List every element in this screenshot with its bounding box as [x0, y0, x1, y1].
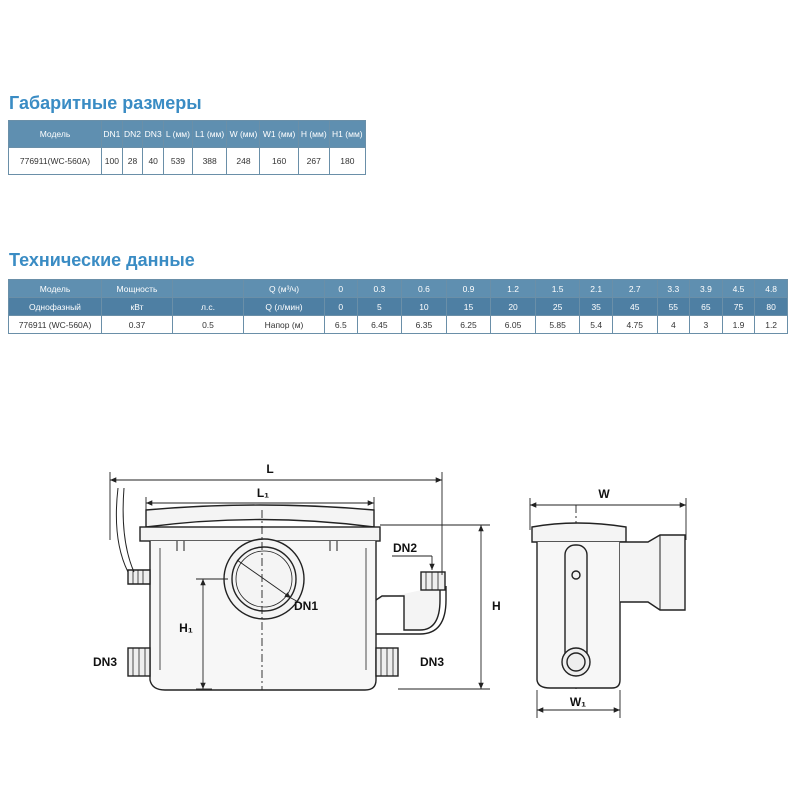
table-cell: 3: [689, 315, 723, 334]
dimensions-table: Модель DN1 DN2 DN3 L (мм) L1 (мм) W (мм)…: [8, 120, 367, 175]
cell-w: 248: [226, 147, 261, 175]
header-cell: 45: [611, 297, 658, 316]
header-cell: 0: [324, 297, 358, 316]
header-cell: 1.2: [490, 279, 536, 298]
header-h1: H1 (мм): [328, 120, 367, 148]
table-row: 776911(WC-560A) 100 28 40 539 388 248 16…: [8, 147, 367, 175]
cell-l1: 388: [191, 147, 228, 175]
front-view: [115, 487, 447, 691]
cell-h: 267: [297, 147, 330, 175]
header-cell: 20: [490, 297, 536, 316]
side-dimension-lines: [529, 498, 687, 718]
cell-h1: 180: [328, 147, 367, 175]
cell-l: 539: [163, 147, 193, 175]
header-cell: 0: [324, 279, 358, 298]
header-w1: W1 (мм): [259, 120, 299, 148]
label-w1: W₁: [570, 695, 586, 709]
table-cell: Напор (м): [243, 315, 325, 334]
header-cell: 0.3: [356, 279, 403, 298]
header-cell: 4.5: [721, 279, 756, 298]
dimensions-header-row: Модель DN1 DN2 DN3 L (мм) L1 (мм) W (мм)…: [8, 120, 367, 148]
header-cell: Модель: [8, 279, 102, 298]
table-cell: 6.05: [490, 315, 536, 334]
header-cell: Q (л/мин): [243, 297, 325, 316]
table-cell: 4.75: [611, 315, 658, 334]
header-w: W (мм): [226, 120, 261, 148]
label-h: H: [492, 599, 501, 613]
header-cell: 15: [445, 297, 492, 316]
label-dn3-right: DN3: [420, 655, 444, 669]
header-dn1: DN1: [101, 120, 123, 148]
dimensions-title: Габаритные размеры: [9, 93, 202, 113]
table-cell: 776911 (WC-560A): [8, 315, 102, 334]
cell-dn3: 40: [142, 147, 165, 175]
cell-dn2: 28: [121, 147, 144, 175]
cell-w1: 160: [259, 147, 299, 175]
header-cell: 2.7: [611, 279, 658, 298]
header-l: L (мм): [163, 120, 193, 148]
header-cell: 1.5: [534, 279, 581, 298]
label-dn3-left: DN3: [93, 655, 117, 669]
header-l1: L1 (мм): [191, 120, 228, 148]
table-cell: 6.45: [356, 315, 403, 334]
header-cell: 3.9: [689, 279, 723, 298]
cell-model: 776911(WC-560A): [8, 147, 102, 175]
header-cell: 75: [721, 297, 756, 316]
header-cell: 10: [401, 297, 447, 316]
side-view: [531, 522, 686, 689]
table-cell: 0.5: [172, 315, 244, 334]
table-cell: 4: [656, 315, 691, 334]
table-cell: 0.37: [101, 315, 173, 334]
table-cell: 6.35: [401, 315, 447, 334]
header-cell: 25: [534, 297, 581, 316]
tech-data-title: Технические данные: [9, 250, 195, 270]
label-dn2: DN2: [393, 541, 417, 555]
header-cell: 2.1: [579, 279, 613, 298]
cell-dn1: 100: [101, 147, 123, 175]
header-cell: Q (м³/ч): [243, 279, 325, 298]
header-cell: 55: [656, 297, 691, 316]
header-cell: Однофазный: [8, 297, 102, 316]
table-cell: 1.2: [754, 315, 788, 334]
label-dn1: DN1: [294, 599, 318, 613]
header-h: H (мм): [297, 120, 330, 148]
label-l: L: [266, 462, 273, 476]
table-cell: 5.85: [534, 315, 581, 334]
label-w: W: [598, 487, 610, 501]
label-h1: H₁: [179, 621, 193, 635]
front-dimension-lines: [109, 472, 577, 690]
label-l1: L₁: [257, 486, 269, 500]
